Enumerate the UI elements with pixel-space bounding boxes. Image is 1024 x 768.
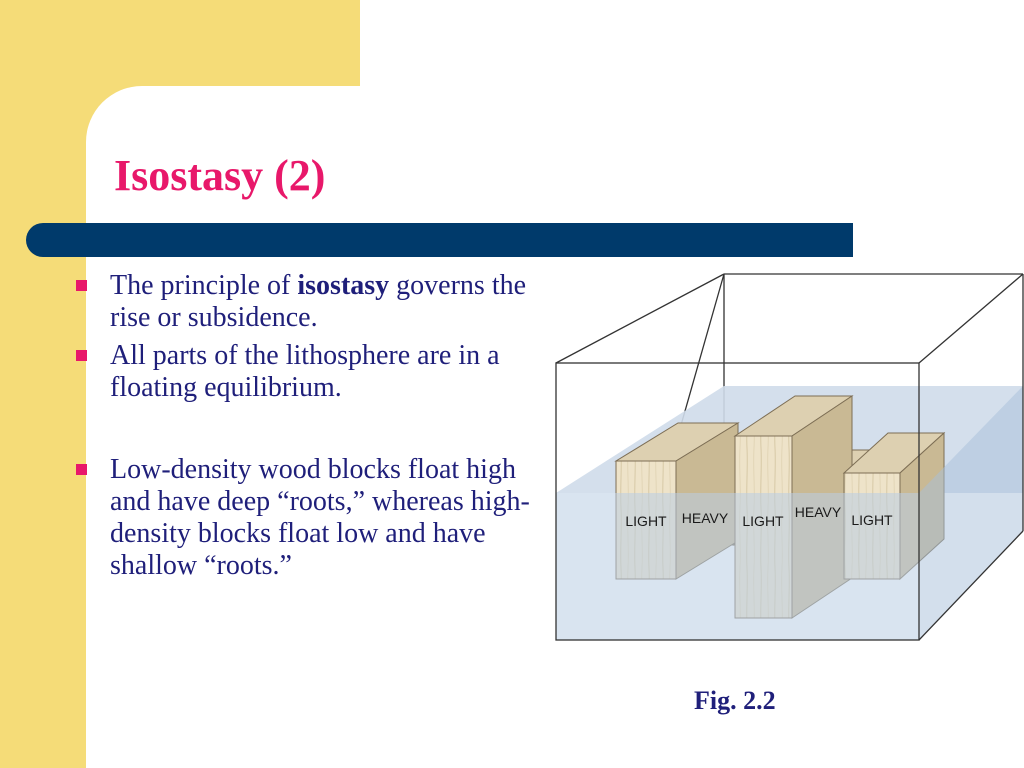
- bullet-square-icon: [76, 280, 87, 291]
- bullet-item-1: The principle of isostasy governs the ri…: [72, 270, 542, 334]
- block-label-light: LIGHT: [742, 513, 784, 529]
- isostasy-diagram: LIGHT HEAVY LIGHT HEAVY LIGHT: [555, 273, 1024, 641]
- bullet-text: The principle of: [110, 270, 298, 301]
- block-label-light: LIGHT: [625, 513, 667, 529]
- bullet-text: All parts of the lithosphere are in a fl…: [110, 340, 500, 403]
- water-front: [556, 493, 919, 640]
- block-label-light: LIGHT: [851, 512, 893, 528]
- title-divider-bar: [26, 223, 853, 257]
- block-label-heavy: HEAVY: [795, 504, 842, 520]
- tank-front-edges: [555, 273, 1024, 641]
- bullet-square-icon: [76, 464, 87, 475]
- block-label-heavy: HEAVY: [682, 510, 729, 526]
- bullet-item-3: Low-density wood blocks float high and h…: [72, 454, 542, 582]
- bullet-item-2: All parts of the lithosphere are in a fl…: [72, 340, 542, 404]
- slide-title: Isostasy (2): [114, 151, 326, 200]
- bullet-bold-term: isostasy: [297, 270, 390, 301]
- bullet-list: The principle of isostasy governs the ri…: [72, 270, 542, 582]
- bullet-text: governs the rise or subsidence.: [110, 270, 527, 333]
- water-side: [919, 386, 1023, 640]
- bullet-square-icon: [76, 350, 87, 361]
- bullet-text: Low-density wood blocks float high and h…: [110, 454, 530, 581]
- top-white-strip: [360, 0, 1024, 88]
- figure-caption: Fig. 2.2: [694, 686, 776, 715]
